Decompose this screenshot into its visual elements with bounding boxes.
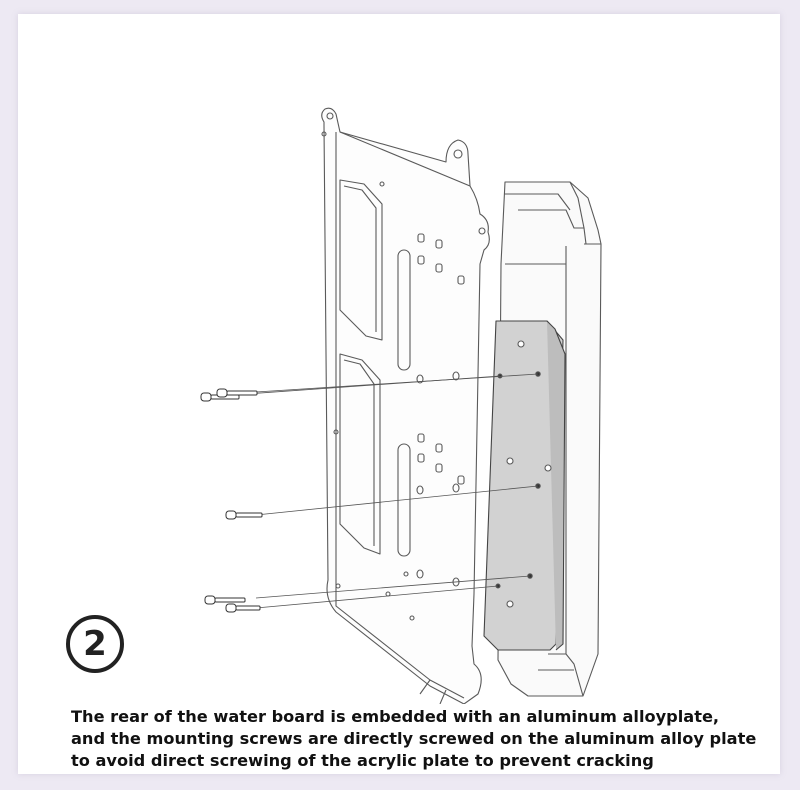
- step-number-badge: 2: [66, 615, 124, 673]
- screw: [216, 388, 258, 398]
- mounting-bracket: [321, 107, 490, 704]
- illustration-panel: 2 The rear of the water board is embedde…: [18, 14, 780, 774]
- caption-line-1: The rear of the water board is embedded …: [71, 707, 720, 726]
- mounting-screws: [200, 388, 263, 613]
- screw: [225, 603, 261, 613]
- caption-text: The rear of the water board is embedded …: [71, 706, 771, 772]
- caption-line-2: and the mounting screws are directly scr…: [71, 729, 757, 748]
- screw-guide-lines: [217, 373, 539, 609]
- step-number: 2: [83, 624, 107, 664]
- exploded-assembly-diagram: [200, 107, 602, 704]
- screw: [204, 595, 246, 605]
- caption-line-3: to avoid direct screwing of the acrylic …: [71, 751, 654, 770]
- screw: [225, 510, 263, 520]
- aluminum-plate: [483, 320, 566, 651]
